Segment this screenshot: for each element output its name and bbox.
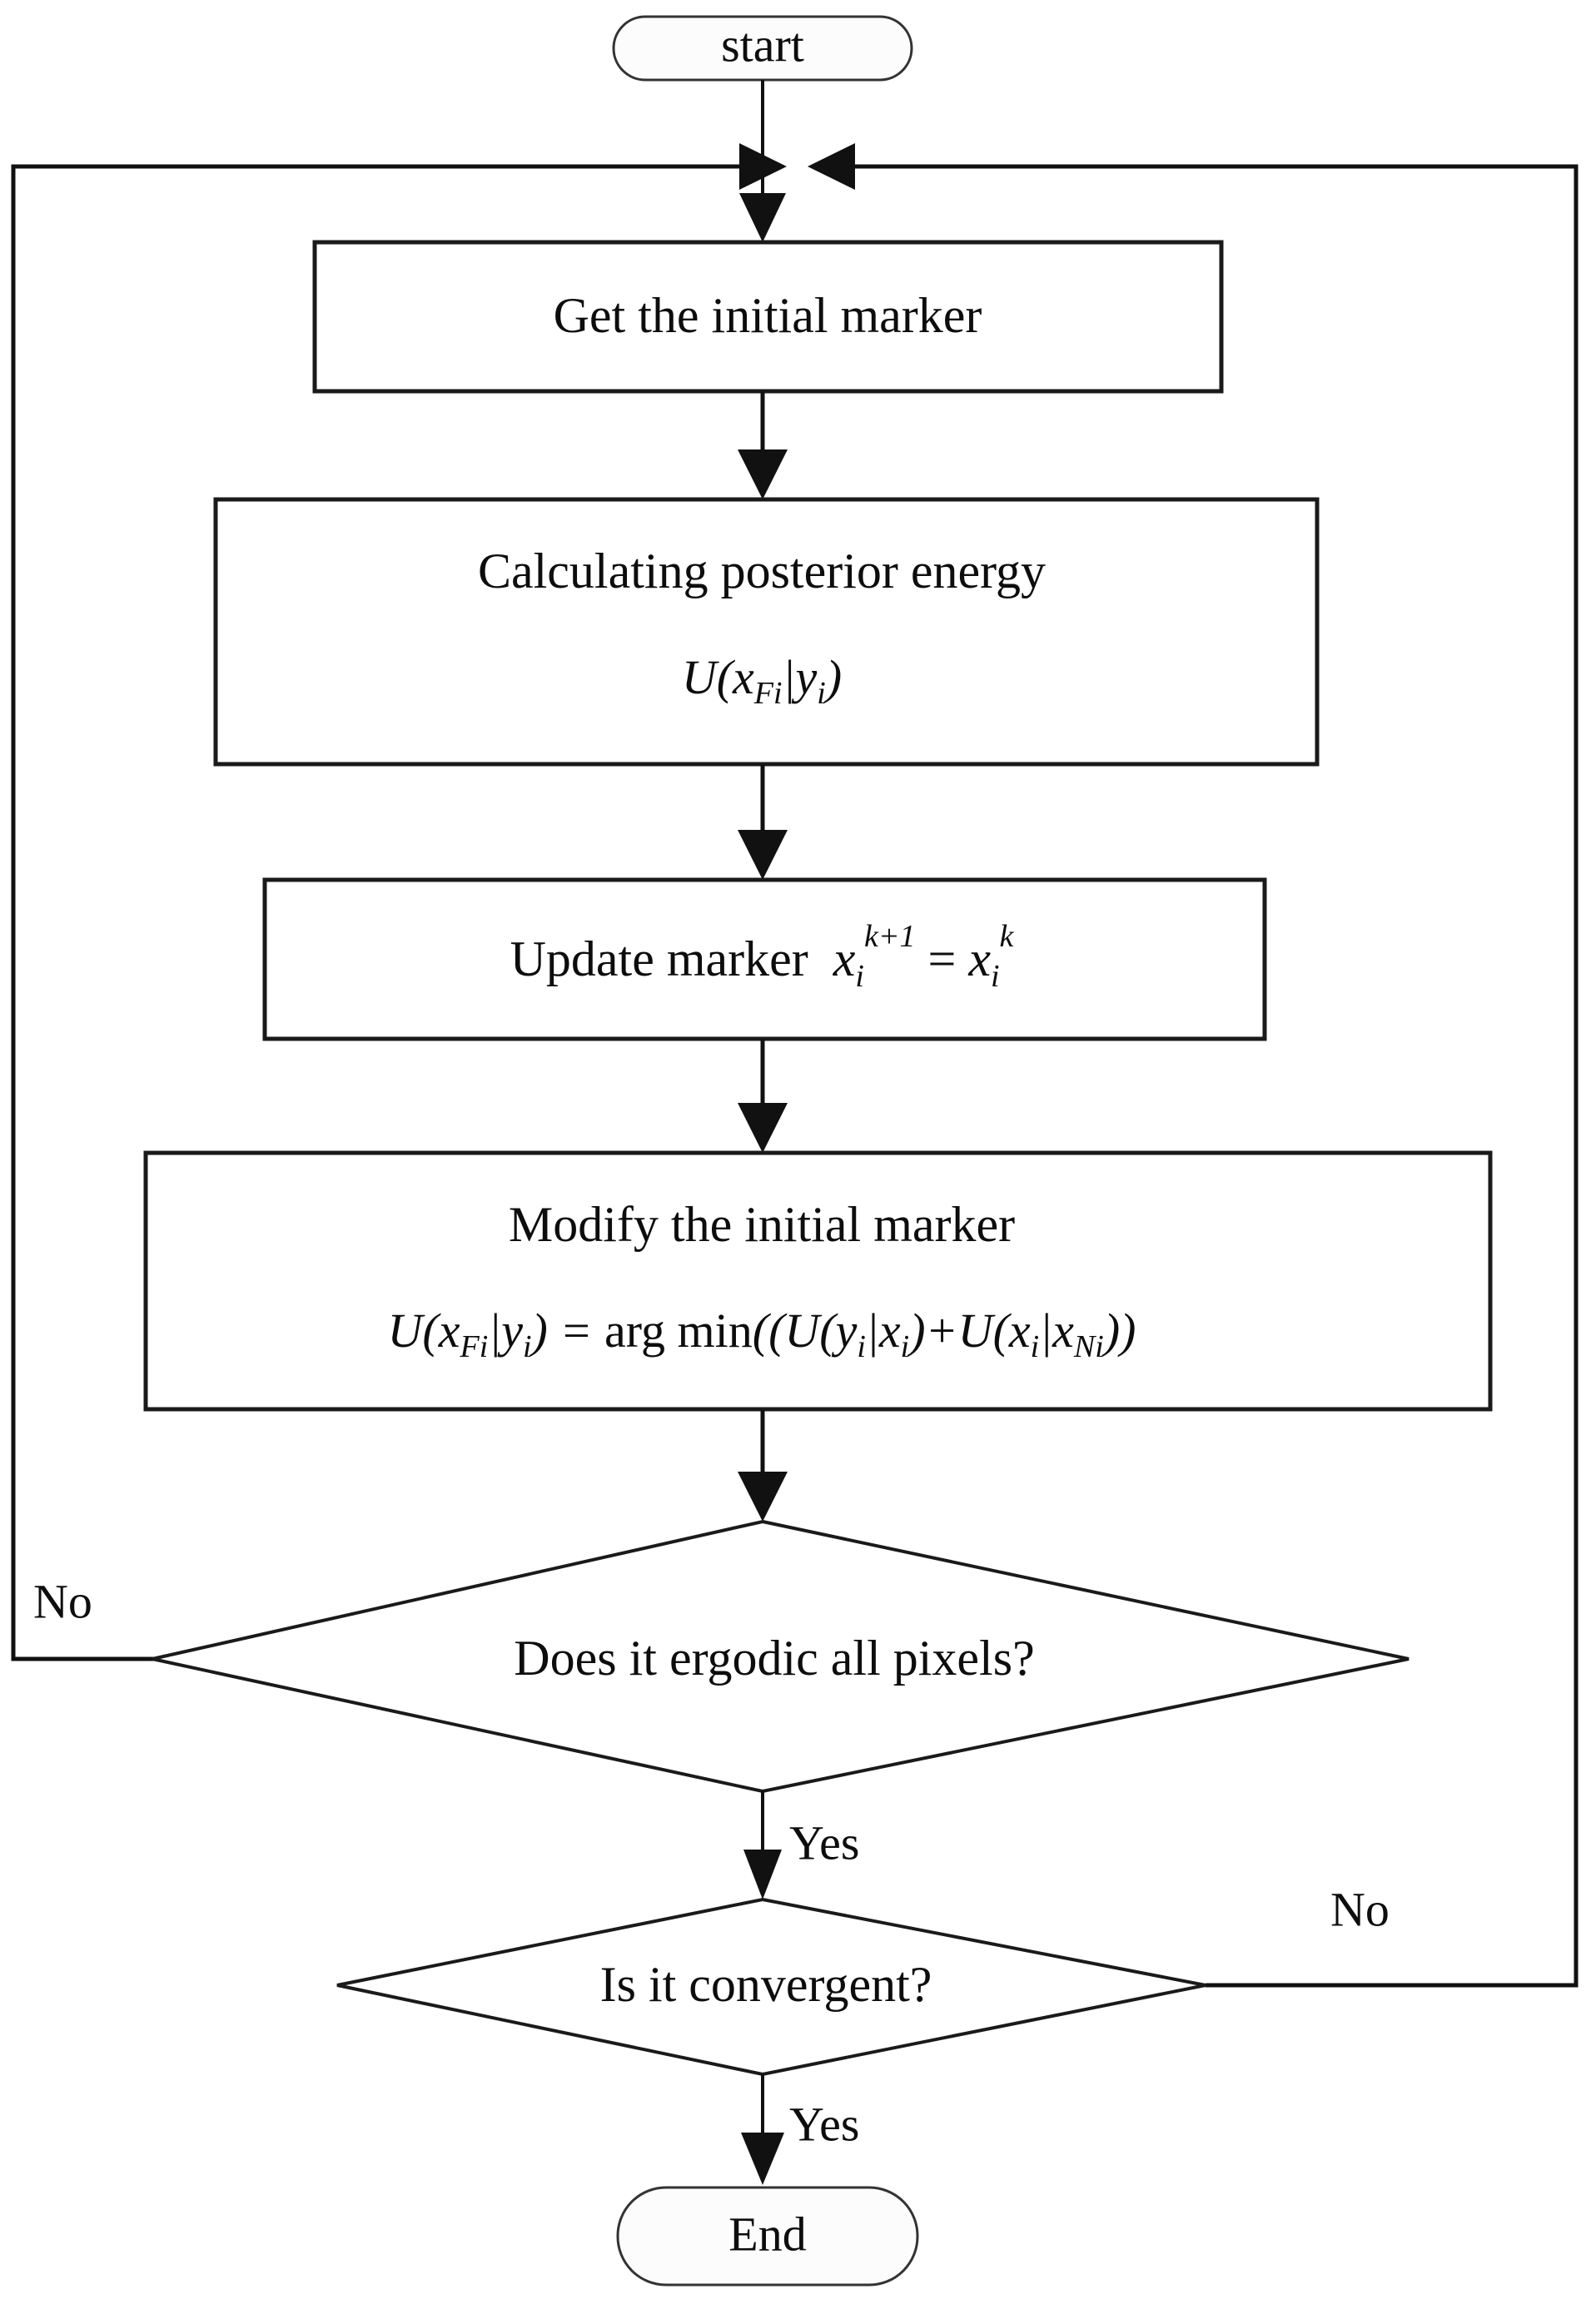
- mf-t2-x-sub: i: [1031, 1329, 1040, 1364]
- mf-lhs-u: U: [388, 1304, 426, 1358]
- mf-t2-xn: x: [1052, 1304, 1074, 1358]
- mf-t2-x: x: [1008, 1304, 1031, 1358]
- formula-y-sub: i: [817, 676, 826, 711]
- mf-bar2: |: [866, 1304, 879, 1358]
- start-label: start: [721, 17, 804, 72]
- mf-t2-u: U: [958, 1304, 997, 1358]
- svg-text:U(xFi|yi): U(xFi|yi): [682, 650, 842, 710]
- arrow-head-calculating: [738, 449, 788, 499]
- formula-x: x: [732, 650, 754, 704]
- mf-argmin: arg min: [604, 1304, 753, 1358]
- arrow-head-end: [741, 2133, 784, 2185]
- node-ergodic-decision[interactable]: Does it ergodic all pixels?: [152, 1519, 1410, 1794]
- mf-t2-xn-sub: Ni: [1073, 1329, 1104, 1364]
- formula-bar: |: [783, 650, 796, 704]
- edge-label-convergent-no: No: [1330, 1882, 1390, 1936]
- node-end[interactable]: End: [616, 2186, 919, 2287]
- modify-initial-marker-label: Modify the initial marker: [509, 1197, 1015, 1252]
- edge-convergent-to-end: [741, 2074, 784, 2185]
- formula-close: ): [823, 650, 842, 704]
- formula-open: (: [717, 650, 736, 704]
- mf-t1-y: y: [832, 1304, 858, 1358]
- edge-calculating-to-update: [738, 764, 788, 880]
- update-formula-x1-sub: i: [855, 959, 864, 994]
- arrow-head-convergent-no: [808, 143, 855, 190]
- edge-get-to-calculating: [738, 391, 788, 499]
- mf-t1-u: U: [784, 1304, 823, 1358]
- node-calculating-posterior-energy[interactable]: Calculating posterior energy U(xFi|yi): [213, 497, 1320, 767]
- calculating-posterior-energy-formula: U(xFi|yi): [682, 650, 842, 710]
- node-modify-initial-marker[interactable]: Modify the initial marker U(xFi|yi) = ar…: [143, 1150, 1493, 1412]
- edge-start-to-get-initial-marker: [739, 80, 786, 242]
- update-marker-shape: [262, 877, 1267, 1041]
- node-start[interactable]: start: [612, 15, 913, 82]
- edge-ergodic-to-convergent: [743, 1791, 782, 1899]
- get-initial-marker-shape: [312, 240, 1224, 394]
- update-formula-x1-sup: k+1: [864, 919, 916, 954]
- svg-text:U(xFi|yi) = arg min((U(yi|xi)+: U(xFi|yi) = arg min((U(yi|xi)+U(xi|xNi)): [388, 1304, 1136, 1363]
- mf-bar3: |: [1039, 1304, 1052, 1358]
- update-formula-x1: x: [833, 931, 856, 986]
- update-formula-x2-sup: k: [1000, 919, 1015, 954]
- mf-lhs-x-sub: Fi: [460, 1329, 489, 1364]
- mf-t1-x: x: [878, 1304, 901, 1358]
- edge-label-ergodic-yes: Yes: [789, 1815, 859, 1870]
- end-terminator-shape: [616, 2186, 919, 2287]
- mf-eq: =: [559, 1304, 592, 1358]
- formula-x-sub: Fi: [753, 676, 783, 711]
- modify-initial-marker-formula: U(xFi|yi) = arg min((U(yi|xi)+U(xi|xNi)): [388, 1304, 1136, 1363]
- formula-u: U: [682, 650, 720, 704]
- node-get-initial-marker[interactable]: Get the initial marker: [312, 240, 1224, 394]
- edge-label-ergodic-no: No: [33, 1574, 92, 1628]
- arrow-head-get-initial-marker: [739, 193, 786, 242]
- mf-t1-x-sub: i: [901, 1329, 910, 1364]
- calculating-posterior-energy-label: Calculating posterior energy: [478, 544, 1046, 598]
- arrow-head-ergodic-decision: [738, 1472, 788, 1522]
- mf-lhs-y-sub: i: [523, 1329, 532, 1364]
- mf-plus: +: [926, 1304, 958, 1358]
- modify-initial-marker-shape: [143, 1150, 1493, 1412]
- arrow-head-convergent-decision: [743, 1850, 782, 1899]
- get-initial-marker-label: Get the initial marker: [554, 288, 982, 343]
- update-formula-x2-sub: i: [991, 959, 1000, 994]
- arrow-head-modify-marker: [738, 1103, 788, 1153]
- node-update-marker[interactable]: Update marker xik+1 = xik: [262, 877, 1267, 1041]
- mf-t1-y-sub: i: [857, 1329, 866, 1364]
- end-label: End: [728, 2207, 806, 2261]
- convergent-decision-label: Is it convergent?: [600, 1957, 932, 2012]
- ergodic-decision-label: Does it ergodic all pixels?: [514, 1631, 1034, 1686]
- update-marker-line: Update marker xik+1 = xik: [510, 919, 1015, 994]
- edge-modify-to-ergodic: [738, 1409, 788, 1522]
- edge-label-convergent-yes: Yes: [789, 2097, 859, 2151]
- update-formula-x2: x: [967, 931, 991, 986]
- calculating-posterior-energy-shape: [213, 497, 1320, 767]
- node-convergent-decision[interactable]: Is it convergent?: [336, 1897, 1206, 2077]
- edge-update-to-modify: [738, 1039, 788, 1153]
- update-formula-eq: =: [927, 931, 956, 986]
- arrow-head-update-marker: [738, 830, 788, 880]
- formula-y: y: [792, 650, 818, 704]
- update-marker-label: Update marker: [510, 931, 808, 986]
- mf-lhs-y: y: [497, 1304, 523, 1358]
- mf-bar1: |: [488, 1304, 501, 1358]
- edge-convergent-no: [808, 143, 1579, 1988]
- mf-lhs-x: x: [438, 1304, 460, 1358]
